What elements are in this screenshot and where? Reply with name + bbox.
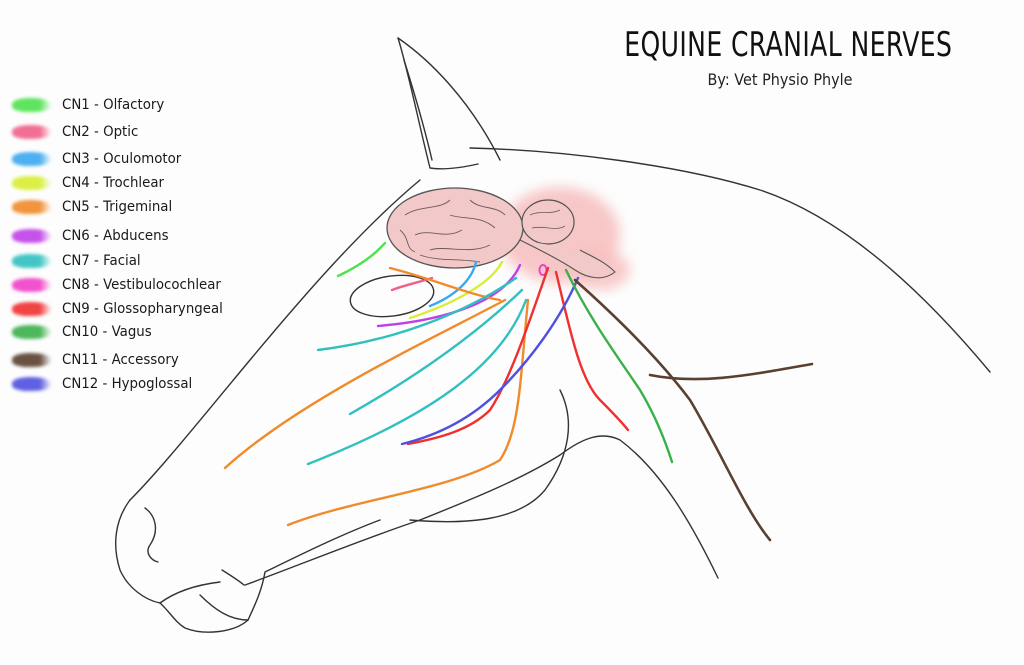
nerve-cn5-middle [223, 298, 507, 470]
nerve-cn9-a [406, 266, 550, 446]
nerve-cn11-main [573, 278, 772, 542]
legend-swatch [12, 98, 52, 112]
nerve-cn11-branch [648, 362, 814, 381]
legend-swatch [12, 125, 52, 139]
legend-label: CN12 - Hypoglossal [62, 376, 193, 392]
legend-item-cn8: CN8 - Vestibulocochlear [6, 274, 246, 296]
legend-label: CN6 - Abducens [62, 228, 169, 244]
legend-swatch [12, 377, 52, 391]
legend-swatch [12, 200, 52, 214]
legend-item-cn6: CN6 - Abducens [6, 225, 246, 247]
legend-swatch [12, 229, 52, 243]
legend-item-cn9: CN9 - Glossopharyngeal [6, 298, 246, 320]
nerve-cn7-lower [306, 298, 528, 466]
legend-label: CN9 - Glossopharyngeal [62, 301, 223, 317]
legend-label: CN5 - Trigeminal [62, 199, 173, 215]
nerve-cn10 [564, 268, 674, 464]
legend-item-cn2: CN2 - Optic [6, 121, 246, 143]
legend-item-cn12: CN12 - Hypoglossal [6, 373, 246, 395]
legend-swatch [12, 278, 52, 292]
legend-label: CN3 - Oculomotor [62, 151, 182, 167]
nerve-cn9-b [554, 270, 630, 432]
nerve-cn3 [428, 260, 478, 308]
legend-label: CN1 - Olfactory [62, 97, 165, 113]
legend-item-cn7: CN7 - Facial [6, 250, 246, 272]
nerve-cn5-upper [388, 266, 502, 302]
legend-swatch [12, 254, 52, 268]
legend-item-cn11: CN11 - Accessory [6, 349, 246, 371]
nerve-cn2 [390, 276, 434, 292]
legend-swatch [12, 302, 52, 316]
nerve-cn7-upper [316, 276, 518, 352]
legend-item-cn4: CN4 - Trochlear [6, 172, 246, 194]
legend-item-cn3: CN3 - Oculomotor [6, 148, 246, 170]
diagram-title: EQUINE CRANIAL NERVES [624, 25, 953, 65]
legend-label: CN10 - Vagus [62, 324, 152, 340]
legend-swatch [12, 325, 52, 339]
nerve-cn7-middle [348, 288, 524, 416]
legend-swatch [12, 152, 52, 166]
horse-outline [115, 37, 991, 633]
legend-item-cn10: CN10 - Vagus [6, 321, 246, 343]
legend-label: CN8 - Vestibulocochlear [62, 277, 221, 293]
legend-label: CN7 - Facial [62, 253, 141, 269]
nerve-cn1 [336, 241, 387, 278]
legend-item-cn1: CN1 - Olfactory [6, 94, 246, 116]
legend-label: CN11 - Accessory [62, 352, 179, 368]
brain [386, 187, 616, 279]
nerve-cn12 [400, 276, 580, 446]
legend-label: CN4 - Trochlear [62, 175, 164, 191]
nerve-paths [223, 241, 814, 542]
nerve-cn5-lower [286, 298, 530, 527]
legend-swatch [12, 353, 52, 367]
legend-swatch [12, 176, 52, 190]
title-block: EQUINE CRANIAL NERVES By: Vet Physio Phy… [590, 22, 970, 89]
nerve-cn6 [376, 263, 522, 328]
legend-label: CN2 - Optic [62, 124, 139, 140]
legend-item-cn5: CN5 - Trigeminal [6, 196, 246, 218]
nerve-cn4 [408, 260, 504, 320]
diagram-subtitle: By: Vet Physio Phyle [707, 70, 853, 89]
